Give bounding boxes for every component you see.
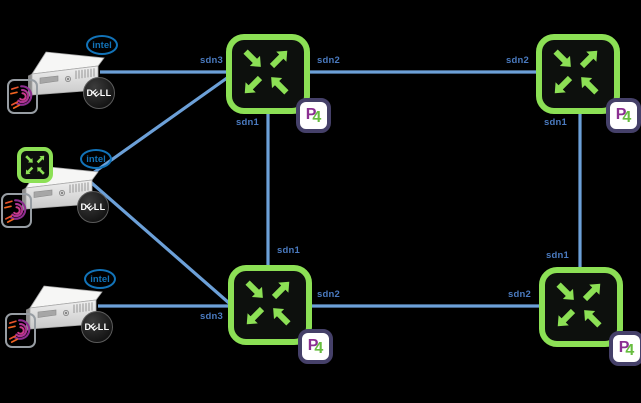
intel-logo: intel [80, 149, 112, 169]
p4-logo: P 4 [606, 98, 641, 133]
p4-switch-top-left[interactable]: P 4 [226, 34, 331, 133]
trex-logo [1, 193, 32, 228]
p4-switch-bottom-left[interactable]: P 4 [228, 265, 333, 364]
p4-logo-4: 4 [622, 108, 632, 126]
p4-switch-top-right[interactable]: P 4 [536, 34, 641, 133]
server-chassis [26, 285, 103, 332]
switch-crossing-arrows-icon [241, 276, 295, 330]
trex-logo [5, 313, 36, 348]
intel-logo: intel [86, 35, 118, 55]
intel-logo: intel [84, 269, 116, 289]
p4-logo-4: 4 [314, 339, 324, 357]
p4-logo-p: P [618, 338, 630, 356]
switch-crossing-arrows-icon [239, 45, 293, 99]
switch-crossing-arrows-icon [549, 45, 603, 99]
p4-logo-p: P [307, 336, 319, 354]
p4-logo-p: P [305, 105, 317, 123]
p4-logo: P 4 [298, 329, 333, 364]
server-chassis [28, 51, 105, 98]
p4-logo: P 4 [296, 98, 331, 133]
p4-switch-bottom-right[interactable]: P 4 [539, 267, 641, 366]
p4-logo: P 4 [609, 331, 641, 366]
trex-logo [7, 79, 38, 114]
p4-logo-p: P [615, 105, 627, 123]
link-server-middle-to-p4-switch-bottom-left [84, 176, 231, 305]
switch-crossing-arrows-icon [552, 278, 606, 332]
soft-switch-icon [17, 147, 53, 183]
p4-logo-4: 4 [312, 108, 322, 126]
p4-logo-4: 4 [625, 341, 635, 359]
